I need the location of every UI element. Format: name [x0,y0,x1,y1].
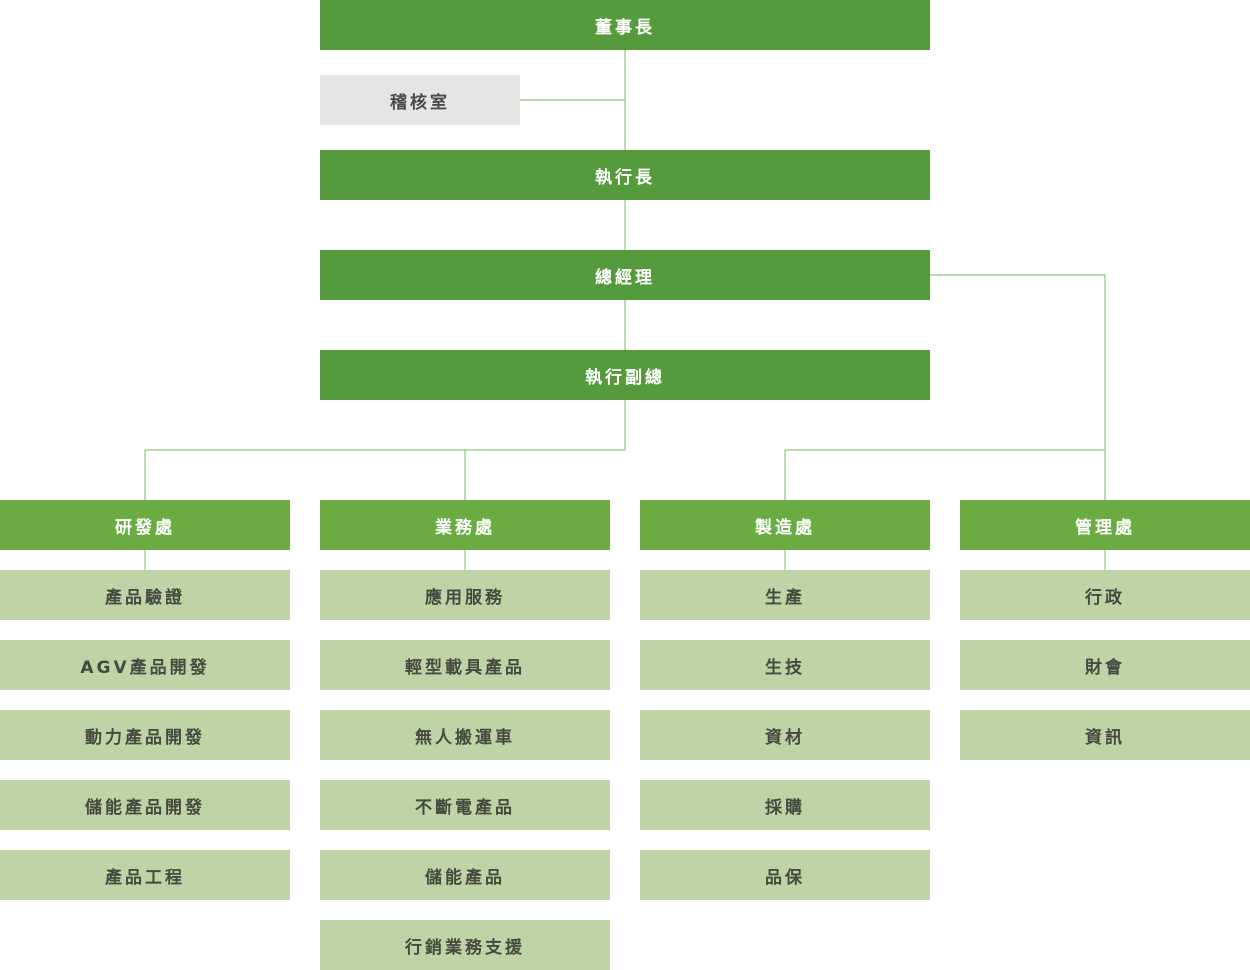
chairman-box: 董事長 [320,0,930,50]
unit-box: 動力產品開發 [0,710,290,760]
unit-box: 儲能產品開發 [0,780,290,830]
unit-box: 資訊 [960,710,1250,760]
unit-box: 產品驗證 [0,570,290,620]
department-rd: 研發處 [0,500,290,550]
department-admin: 管理處 [960,500,1250,550]
unit-box: 行政 [960,570,1250,620]
unit-box: 生技 [640,640,930,690]
executive-vp-box: 執行副總 [320,350,930,400]
unit-box: 採購 [640,780,930,830]
unit-box: 無人搬運車 [320,710,610,760]
unit-box: 不斷電產品 [320,780,610,830]
ceo-box: 執行長 [320,150,930,200]
department-manufacturing: 製造處 [640,500,930,550]
department-sales: 業務處 [320,500,610,550]
unit-box: 財會 [960,640,1250,690]
unit-box: 行銷業務支援 [320,920,610,970]
unit-box: 資材 [640,710,930,760]
admin-branch-line [930,274,1106,500]
unit-box: 品保 [640,850,930,900]
unit-box: 應用服務 [320,570,610,620]
unit-box: 生產 [640,570,930,620]
audit-office-box: 稽核室 [320,75,520,125]
general-manager-box: 總經理 [320,250,930,300]
unit-box: 儲能產品 [320,850,610,900]
unit-box: 產品工程 [0,850,290,900]
unit-box: 輕型載具產品 [320,640,610,690]
unit-box: AGV產品開發 [0,640,290,690]
